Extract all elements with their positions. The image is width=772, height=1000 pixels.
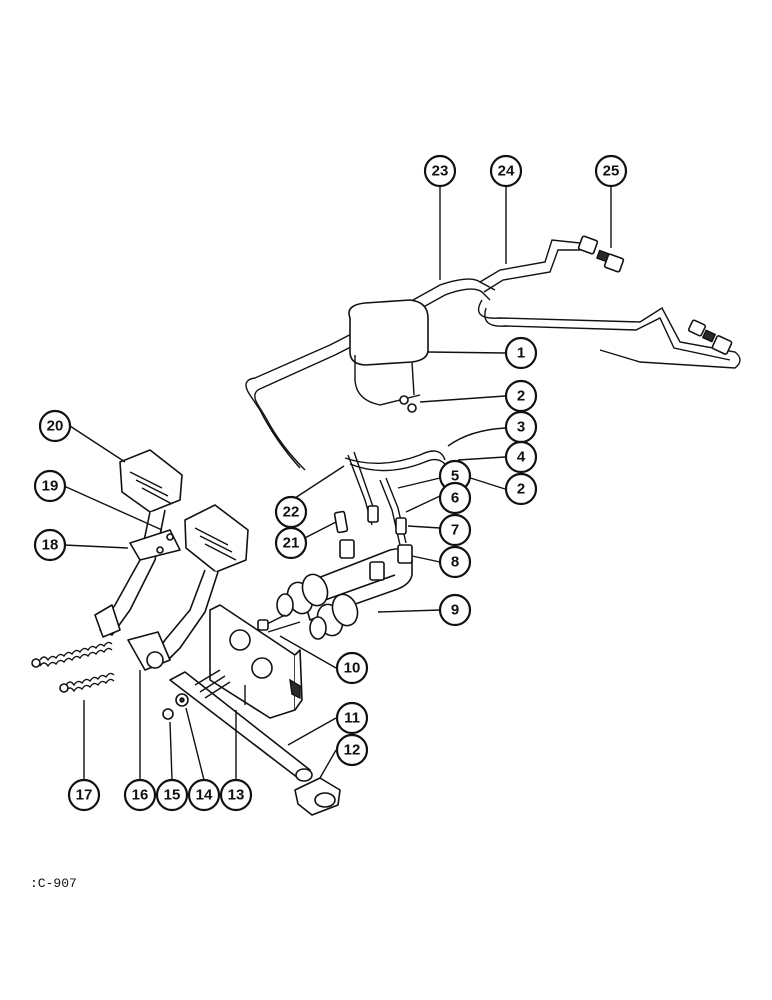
svg-text:6: 6 — [451, 490, 459, 507]
callout-6: 6 — [438, 481, 472, 515]
return-springs — [31, 641, 115, 693]
svg-text:2: 2 — [517, 481, 525, 498]
callout-13: 13 — [219, 778, 253, 812]
callout-12: 12 — [335, 733, 369, 767]
master-cylinder-assembly — [257, 539, 413, 640]
svg-text:11: 11 — [344, 710, 360, 727]
callout-14: 14 — [187, 778, 221, 812]
svg-text:16: 16 — [132, 787, 149, 804]
callout-19: 19 — [33, 469, 67, 503]
callout-7: 7 — [438, 513, 472, 547]
brake-lines — [245, 235, 741, 471]
callout-3: 3 — [504, 410, 538, 444]
svg-text:24: 24 — [498, 163, 515, 180]
reservoir-hoses — [344, 395, 457, 475]
callout-20: 20 — [38, 409, 72, 443]
master-cylinder-lines — [333, 451, 407, 546]
pedal-mounting-bracket — [209, 604, 303, 719]
callout-17: 17 — [67, 778, 101, 812]
callout-25: 25 — [594, 154, 628, 188]
svg-text:3: 3 — [517, 419, 525, 436]
callout-2-lower: 2 — [504, 472, 538, 506]
svg-text:18: 18 — [42, 537, 59, 554]
svg-text:9: 9 — [451, 602, 459, 619]
callout-15: 15 — [155, 778, 189, 812]
brake-line-fitting-upper — [577, 235, 625, 273]
callout-11: 11 — [335, 701, 369, 735]
shaft-bushing — [294, 777, 341, 816]
callout-8: 8 — [438, 545, 472, 579]
svg-text:15: 15 — [164, 787, 181, 804]
washer-and-nut — [162, 693, 189, 720]
callout-22: 22 — [274, 495, 308, 529]
callout-16: 16 — [123, 778, 157, 812]
svg-text:7: 7 — [451, 522, 459, 539]
callout-1: 1 — [504, 336, 538, 370]
pedal-shaft — [169, 669, 313, 782]
callout-18: 18 — [33, 528, 67, 562]
svg-text:19: 19 — [42, 478, 59, 495]
brake-line-fitting-lower — [687, 319, 733, 355]
callout-10: 10 — [335, 651, 369, 685]
svg-text:20: 20 — [47, 418, 64, 435]
pedal-link-plate — [129, 529, 181, 561]
callout-23: 23 — [423, 154, 457, 188]
svg-text:14: 14 — [196, 787, 213, 804]
svg-text:5: 5 — [451, 468, 459, 485]
svg-text:17: 17 — [76, 787, 93, 804]
callout-9: 9 — [438, 593, 472, 627]
svg-text:12: 12 — [344, 742, 361, 759]
callout-21: 21 — [274, 526, 308, 560]
svg-text:8: 8 — [451, 554, 459, 571]
callout-24: 24 — [489, 154, 523, 188]
callout-2-upper: 2 — [504, 379, 538, 413]
svg-text:22: 22 — [283, 504, 300, 521]
svg-text:1: 1 — [517, 345, 525, 362]
fluid-reservoir — [348, 299, 429, 406]
callout-4: 4 — [504, 440, 538, 474]
svg-text:4: 4 — [517, 449, 526, 466]
svg-text:21: 21 — [283, 535, 300, 552]
svg-text:2: 2 — [517, 388, 525, 405]
svg-text:10: 10 — [344, 660, 361, 677]
figure-code: :C-907 — [30, 876, 77, 891]
svg-text:13: 13 — [228, 787, 245, 804]
svg-text:25: 25 — [603, 163, 620, 180]
svg-text:23: 23 — [432, 163, 449, 180]
